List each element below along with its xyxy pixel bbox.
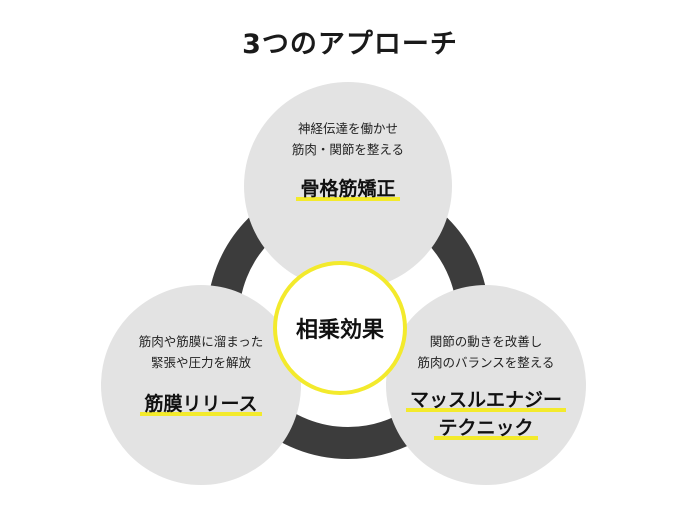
right-desc-line-2: 筋肉のバランスを整える — [417, 355, 555, 370]
left-circle-heading: 筋膜リリース — [140, 391, 262, 417]
left-desc-line-2: 緊張や圧力を解放 — [150, 355, 251, 370]
right-circle-heading-line-1: マッスルエナジー — [405, 387, 566, 413]
top-circle-heading: 骨格筋矯正 — [296, 176, 400, 202]
top-desc-line-2: 筋肉・関節を整える — [291, 142, 405, 157]
center-label: 相乗効果 — [295, 318, 384, 343]
left-circle-text: 筋肉や筋膜に溜まった 緊張や圧力を解放 筋膜リリース — [101, 331, 301, 417]
right-circle-text: 関節の動きを改善し 筋肉のバランスを整える マッスルエナジー テクニック — [386, 331, 586, 441]
right-circle-heading-line-2: テクニック — [434, 415, 538, 441]
top-desc-line-1: 神経伝達を働かせ — [297, 121, 398, 136]
center-circle — [273, 261, 407, 395]
top-circle-text: 神経伝達を働かせ 筋肉・関節を整える 骨格筋矯正 — [248, 118, 448, 202]
left-desc-line-1: 筋肉や筋膜に溜まった — [138, 334, 264, 349]
circle-left — [101, 285, 301, 485]
diagram-title: 3つのアプローチ — [242, 29, 458, 60]
right-desc-line-1: 関節の動きを改善し — [429, 334, 543, 349]
